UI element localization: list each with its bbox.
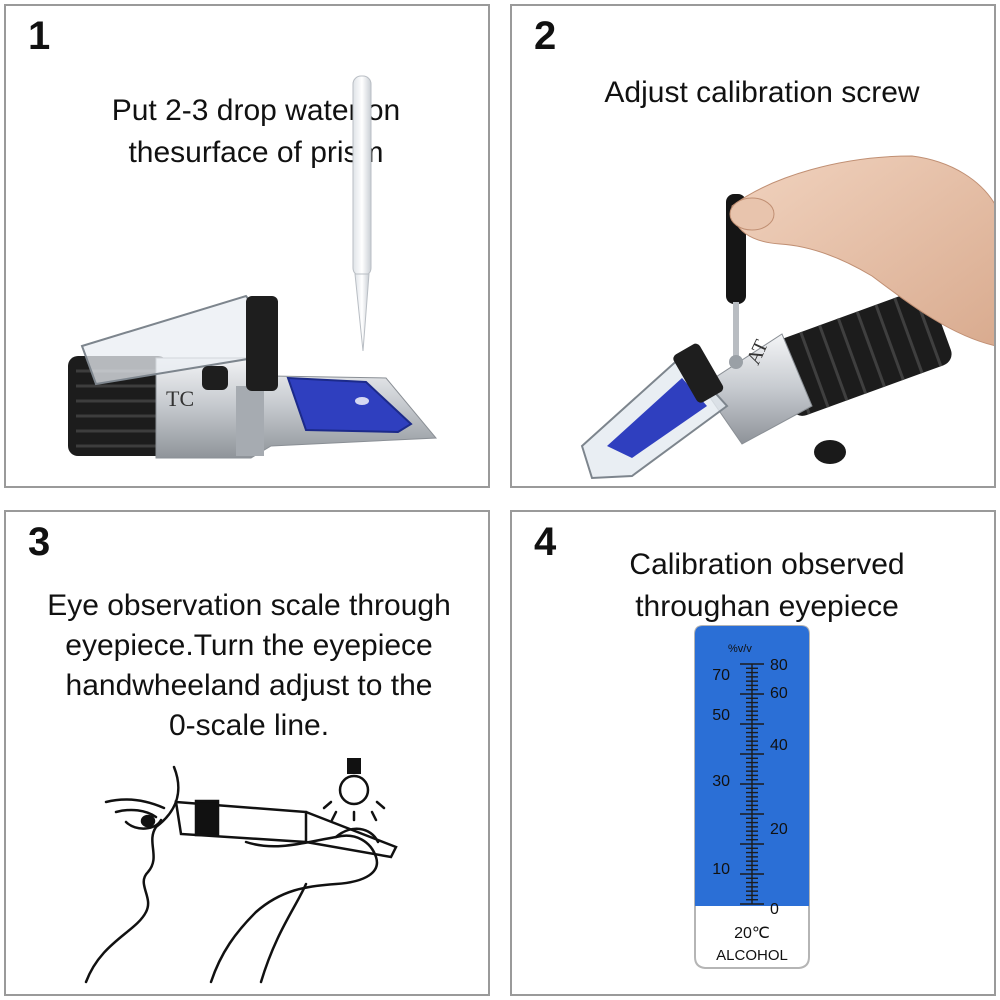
refractometer-dropper-illustration: TC (68, 75, 438, 459)
step-number: 4 (534, 520, 557, 564)
prism-icon (286, 376, 413, 434)
scale-label-right: 40 (770, 737, 788, 754)
step-number: 1 (28, 14, 51, 58)
prism-icon (607, 378, 707, 458)
scale-temperature: 20℃ (734, 925, 770, 942)
step-caption: Adjust calibration screw (604, 76, 920, 109)
scale-label-right: 0 (770, 901, 779, 918)
step-1-panel: 1 Put 2-3 drop water on thesurface of pr… (4, 4, 490, 488)
calibration-screw-illustration: AT (580, 155, 994, 480)
step-number: 2 (534, 14, 557, 58)
eye-observation-illustration (84, 758, 398, 984)
scale-label-left: 50 (712, 707, 730, 724)
step-3-panel: 3 Eye observation scale through eyepiece… (4, 510, 490, 996)
pipette-icon (352, 75, 372, 352)
step-caption: Put 2-3 drop water on thesurface of pris… (111, 94, 401, 169)
scale-label-left: 30 (712, 773, 730, 790)
step-caption: Eye observation scale through eyepiece.T… (47, 589, 451, 742)
alcohol-scale-illustration: %v/v 70 50 30 10 80 60 40 20 0 20℃ ALCOHOL (694, 625, 810, 969)
screw-cap-icon (814, 440, 846, 464)
hand-icon (731, 155, 994, 346)
scale-name: ALCOHOL (716, 947, 788, 964)
grip-icon (68, 356, 168, 456)
scale-label-left: 70 (712, 667, 730, 684)
step-number: 3 (28, 520, 51, 564)
step-4-panel: 4 Calibration observed throughan eyepiec… (510, 510, 996, 996)
scale-label-right: 60 (770, 685, 788, 702)
step-caption: Calibration observed throughan eyepiece (629, 548, 905, 623)
light-bulb-icon (322, 758, 386, 822)
device-label: TC (166, 386, 194, 411)
scale-label-left: 10 (712, 861, 730, 878)
scale-label-right: 80 (770, 657, 788, 674)
scale-label-right: 20 (770, 821, 788, 838)
step-2-panel: 2 Adjust calibration screw AT (510, 4, 996, 488)
scale-unit: %v/v (728, 643, 752, 655)
